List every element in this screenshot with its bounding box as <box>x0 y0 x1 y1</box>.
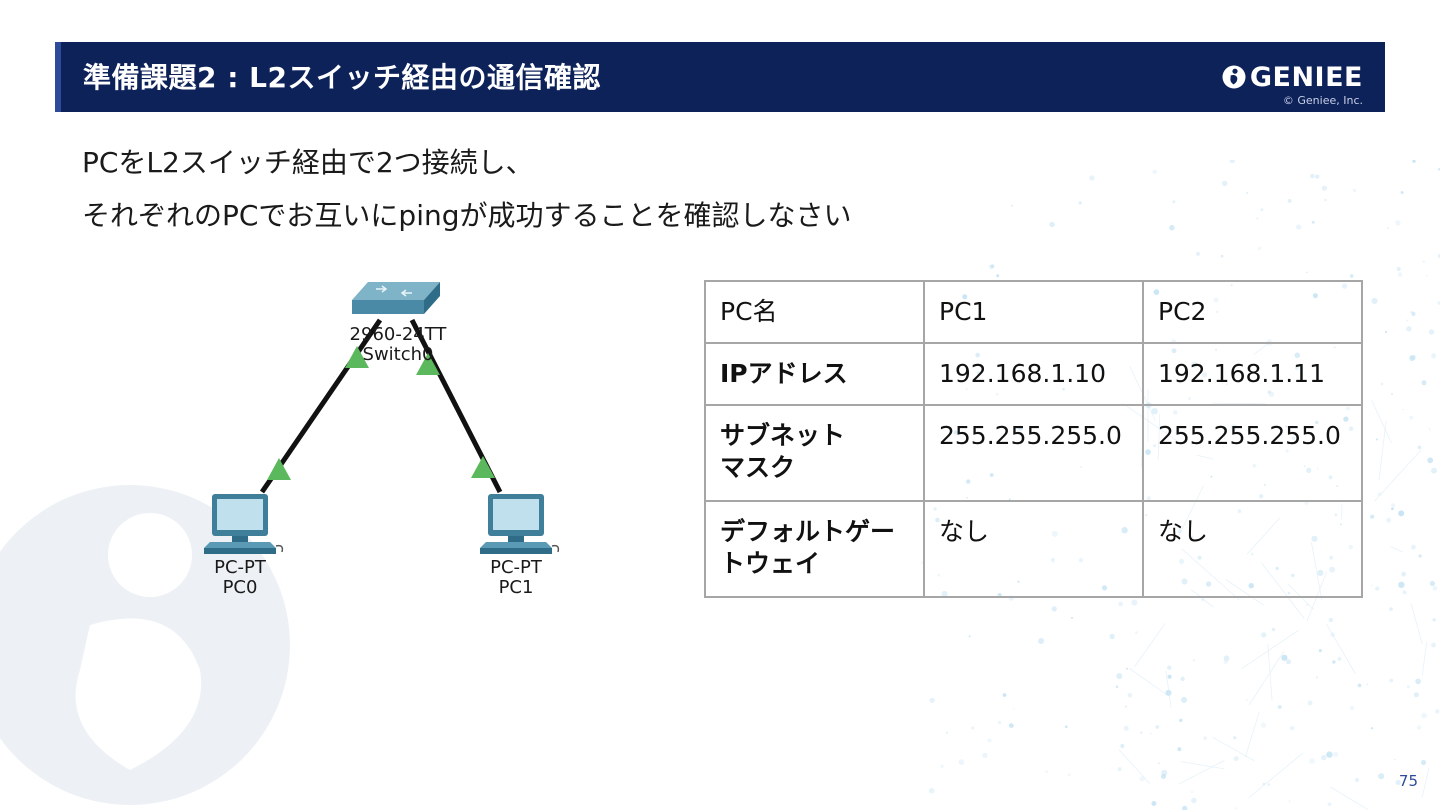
table-header-row: PC名 PC1 PC2 <box>704 280 1363 344</box>
table-cell: なし <box>1142 500 1363 598</box>
table-row-label: サブネット マスク <box>704 404 925 502</box>
topology-links <box>204 282 560 554</box>
link-up-indicator-pc1 <box>471 456 495 478</box>
switch-model: 2960-24TT <box>349 324 447 345</box>
label-line: デフォルトゲー <box>720 517 896 546</box>
pc1-label: PC-PT PC1 <box>466 558 566 598</box>
table-header-cell: PC1 <box>923 280 1144 344</box>
pc1-model: PC-PT <box>490 557 542 578</box>
page-number: 75 <box>1398 772 1418 790</box>
pc1-name: PC1 <box>498 577 534 598</box>
table-cell: 192.168.1.11 <box>1142 342 1363 406</box>
link-up-indicator-switch-left <box>345 346 369 368</box>
link-up-indicator-pc0 <box>267 458 291 480</box>
pc0-name: PC0 <box>222 577 258 598</box>
table-header-cell: PC2 <box>1142 280 1363 344</box>
slide-header: 準備課題2 : L2スイッチ経由の通信確認 GENIEE © Geniee, I… <box>55 42 1385 112</box>
pc1-computer-icon <box>480 494 560 554</box>
label-line: サブネット <box>720 421 846 450</box>
geniee-logo-icon <box>1222 65 1246 89</box>
label-line: トウェイ <box>720 549 821 578</box>
pc0-computer-icon <box>204 494 284 554</box>
table-row-default-gateway: デフォルトゲー トウェイ なし なし <box>704 500 1363 598</box>
link-up-indicator-switch-right <box>416 353 440 375</box>
network-topology-diagram: 2960-24TT Switch0 PC-PT PC0 PC-PT PC1 <box>190 270 590 610</box>
table-cell: 192.168.1.10 <box>923 342 1144 406</box>
table-row-label: デフォルトゲー トウェイ <box>704 500 925 598</box>
table-cell: 255.255.255.0 <box>923 404 1144 502</box>
pc-config-table: PC名 PC1 PC2 IPアドレス 192.168.1.10 192.168.… <box>704 280 1363 598</box>
switch-label: 2960-24TT Switch0 <box>338 325 458 365</box>
slide-title: 準備課題2 : L2スイッチ経由の通信確認 <box>83 61 602 94</box>
table-header-cell: PC名 <box>704 280 925 344</box>
table-row-label: IPアドレス <box>704 342 925 406</box>
pc0-label: PC-PT PC0 <box>190 558 290 598</box>
table-row-ip-address: IPアドレス 192.168.1.10 192.168.1.11 <box>704 342 1363 406</box>
table-cell: なし <box>923 500 1144 598</box>
table-cell: 255.255.255.0 <box>1142 404 1363 502</box>
brand-logo: GENIEE <box>1222 61 1363 93</box>
label-line: マスク <box>720 453 796 482</box>
switch-icon <box>352 282 440 314</box>
instruction-line-2: それぞれのPCでお互いにpingが成功することを確認しなさい <box>82 199 852 232</box>
background-logo-watermark <box>0 485 290 805</box>
pc0-model: PC-PT <box>214 557 266 578</box>
brand-name: GENIEE <box>1249 61 1363 93</box>
copyright-text: © Geniee, Inc. <box>1282 94 1363 107</box>
switch-name: Switch0 <box>362 344 434 365</box>
table-row-subnet-mask: サブネット マスク 255.255.255.0 255.255.255.0 <box>704 404 1363 502</box>
instructions: PCをL2スイッチ経由で2つ接続し、 それぞれのPCでお互いにpingが成功する… <box>82 136 852 242</box>
instruction-line-1: PCをL2スイッチ経由で2つ接続し、 <box>82 146 534 179</box>
